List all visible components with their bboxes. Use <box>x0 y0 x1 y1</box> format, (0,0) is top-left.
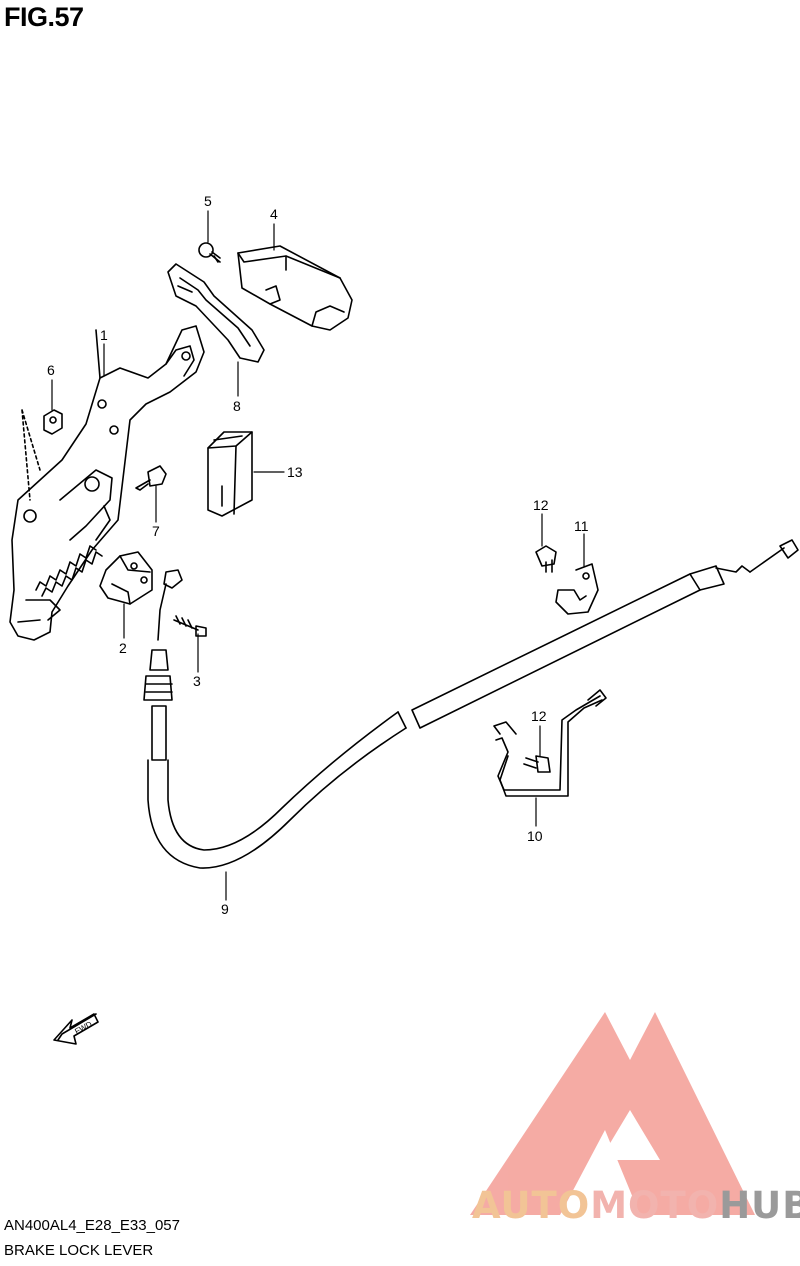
callout-6: 6 <box>47 362 55 378</box>
part-7-bolt <box>135 465 167 491</box>
part-1-lever-bracket <box>9 325 205 641</box>
lever-spring <box>35 505 111 597</box>
callout-10: 10 <box>527 828 543 844</box>
callout-13: 13 <box>287 464 303 480</box>
watermark-logo <box>470 1012 755 1215</box>
fwd-arrow-icon: FWD <box>53 1013 99 1045</box>
leader-lines <box>51 210 585 901</box>
part-9-cable <box>147 539 799 869</box>
watermark-word-hub: HUB <box>719 1184 800 1227</box>
callout-2: 2 <box>119 640 127 656</box>
cable-end-fitting <box>143 649 173 761</box>
part-8-plate <box>167 263 265 363</box>
part-3-bolt <box>173 615 207 637</box>
callout-3: 3 <box>193 673 201 689</box>
diagram-name: BRAKE LOCK LEVER <box>4 1242 154 1259</box>
callout-12-lower: 12 <box>531 708 547 724</box>
part-6-nut <box>43 409 63 435</box>
callout-8: 8 <box>233 398 241 414</box>
callout-1: 1 <box>100 327 108 343</box>
callout-12-upper: 12 <box>533 497 549 513</box>
watermark-word-moto: MOTO <box>590 1184 720 1227</box>
diagram-code: AN400AL4_E28_E33_057 <box>4 1217 180 1234</box>
cable-inner-wire <box>157 583 167 641</box>
watermark-text: AUTOMOTOHUB <box>472 1184 800 1227</box>
callout-4: 4 <box>270 206 278 222</box>
part-10-wire-bracket <box>493 689 607 797</box>
part-5-screw <box>198 242 221 263</box>
callout-9: 9 <box>221 901 229 917</box>
cable-clip <box>163 569 183 589</box>
figure-title: FIG.57 <box>4 2 84 32</box>
part-2-holder <box>99 551 153 605</box>
watermark-word-auto: AUTO <box>472 1184 591 1227</box>
callout-5: 5 <box>204 193 212 209</box>
callout-7: 7 <box>152 523 160 539</box>
part-11-clamp <box>555 563 599 615</box>
part-4-lever-cover <box>237 245 353 331</box>
callout-11: 11 <box>574 518 589 534</box>
part-12-bolt-lower <box>523 755 551 773</box>
part-13-block <box>207 431 253 517</box>
part-12-bolt-upper <box>535 545 557 573</box>
